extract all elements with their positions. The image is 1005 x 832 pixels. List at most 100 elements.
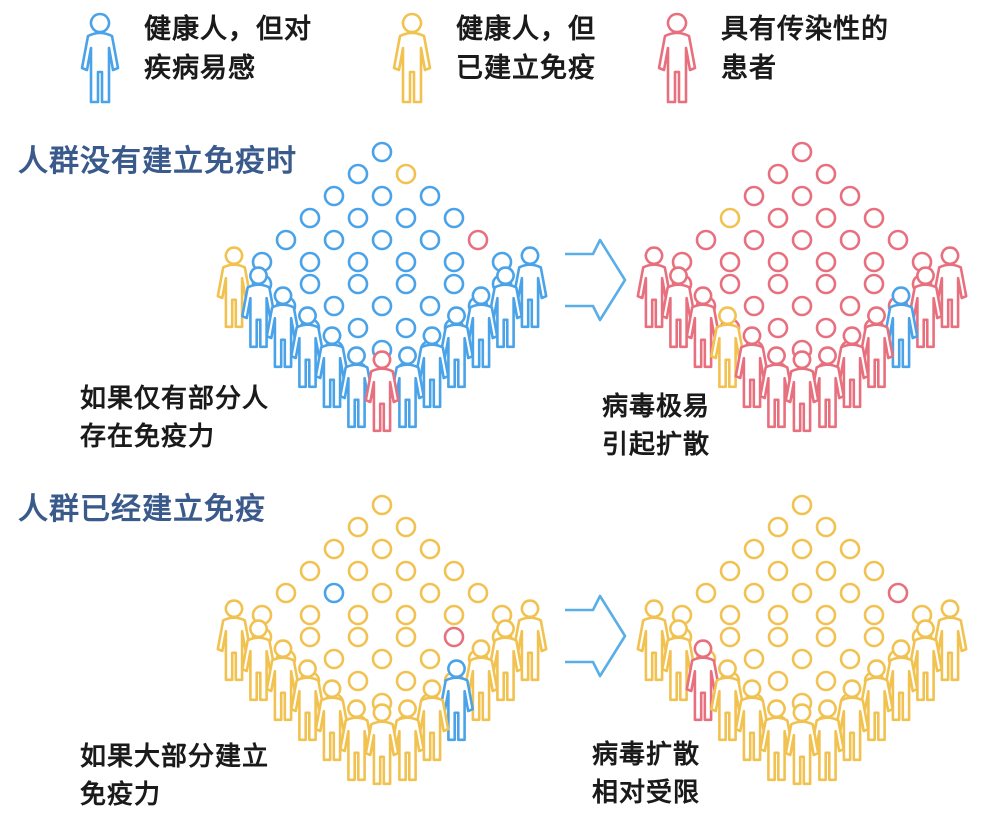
circle-red [791, 141, 813, 163]
person-yellow [784, 703, 820, 786]
circle-yellow [719, 207, 741, 229]
person-red [364, 350, 400, 433]
circle-blue [347, 251, 369, 273]
circle-red [815, 207, 837, 229]
circle-red [767, 251, 789, 273]
circle-yellow [839, 648, 861, 670]
circle-yellow [395, 516, 417, 538]
circle-blue [371, 229, 393, 251]
person-yellow [834, 679, 870, 762]
circle-red [443, 626, 465, 648]
circle-yellow [743, 582, 765, 604]
circle-yellow [419, 538, 441, 560]
circle-yellow [815, 670, 837, 692]
circle-yellow [863, 560, 885, 582]
legend-immune-text: 健康人，但 已建立免疫 [456, 14, 596, 84]
panel-no-immunity-before [216, 141, 548, 433]
circle-blue [323, 295, 345, 317]
person-blue [512, 246, 548, 329]
circle-red [791, 185, 813, 207]
circle-blue [371, 141, 393, 163]
circle-yellow [815, 560, 837, 582]
person-yellow [810, 699, 846, 782]
person-yellow [240, 619, 276, 702]
circle-red [815, 317, 837, 339]
person-yellow [759, 699, 795, 782]
circle-yellow [275, 582, 297, 604]
circle-red [839, 185, 861, 207]
circle-red [863, 251, 885, 273]
person-yellow [364, 703, 400, 786]
circle-red [815, 163, 837, 185]
circle-yellow [395, 560, 417, 582]
person-yellow-icon [392, 12, 432, 104]
circle-red [887, 229, 909, 251]
circle-blue [323, 185, 345, 207]
circle-yellow [371, 538, 393, 560]
circle-yellow [719, 560, 741, 582]
circle-red [887, 582, 909, 604]
circle-yellow [347, 516, 369, 538]
circle-blue [395, 251, 417, 273]
circle-red [791, 229, 813, 251]
caption-majority-immunity: 如果大部分建立 免疫力 [80, 742, 270, 810]
circle-yellow [791, 494, 813, 516]
caption-easy-spread: 病毒极易 引起扩散 [602, 392, 711, 460]
circle-blue [443, 207, 465, 229]
circle-yellow [395, 604, 417, 626]
circle-blue [347, 207, 369, 229]
person-red [834, 326, 870, 409]
section-title-no-immunity: 人群没有建立免疫时 [18, 144, 297, 179]
person-yellow [859, 659, 895, 742]
person-red [932, 246, 968, 329]
circle-red [767, 273, 789, 295]
person-blue [488, 266, 524, 349]
arrow-right-icon [565, 238, 627, 322]
circle-yellow [839, 538, 861, 560]
circle-blue [371, 185, 393, 207]
circle-yellow [419, 582, 441, 604]
person-blue [414, 326, 450, 409]
person-yellow [463, 639, 499, 722]
circle-yellow [791, 648, 813, 670]
panel-immunity-after [636, 494, 968, 786]
circle-blue [275, 229, 297, 251]
circle-yellow [815, 516, 837, 538]
circle-blue [347, 273, 369, 295]
legend-immune: 健康人，但 已建立免疫 [390, 10, 596, 106]
circle-red [719, 251, 741, 273]
circle-red [719, 273, 741, 295]
circle-yellow [323, 648, 345, 670]
circle-yellow [815, 626, 837, 648]
legend-infectious-text: 具有传染性的 患者 [721, 14, 889, 84]
circle-yellow [371, 648, 393, 670]
circle-red [815, 273, 837, 295]
circle-yellow [767, 560, 789, 582]
person-yellow [414, 679, 450, 762]
circle-yellow [419, 648, 441, 670]
circle-red [767, 207, 789, 229]
circle-blue [395, 317, 417, 339]
circle-red [467, 229, 489, 251]
circle-red [767, 317, 789, 339]
circle-red [743, 185, 765, 207]
circle-yellow [719, 626, 741, 648]
legend-susceptible: 健康人，但对 疾病易感 [78, 10, 312, 106]
caption-partial-immunity: 如果仅有部分人 存在免疫力 [80, 384, 270, 452]
circle-blue [299, 251, 321, 273]
person-red [636, 246, 672, 329]
circle-blue [419, 229, 441, 251]
circle-blue [395, 273, 417, 295]
circle-yellow [719, 604, 741, 626]
circle-red [839, 295, 861, 317]
circle-yellow [371, 582, 393, 604]
arrow-right-icon [565, 594, 627, 678]
circle-yellow [839, 582, 861, 604]
circle-yellow [767, 604, 789, 626]
circle-blue [347, 317, 369, 339]
circle-yellow [791, 582, 813, 604]
circle-yellow [767, 670, 789, 692]
section-title-immunity: 人群已经建立免疫 [18, 492, 266, 527]
circle-yellow [743, 648, 765, 670]
person-yellow [883, 639, 919, 722]
